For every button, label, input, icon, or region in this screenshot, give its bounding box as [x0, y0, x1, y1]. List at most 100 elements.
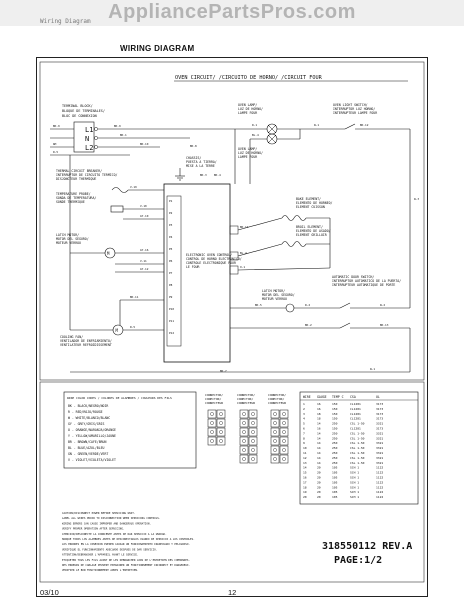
upper-right-wires — [234, 123, 411, 308]
caution-line: LABEL ALL WIRES PRIOR TO DISCONNECTION W… — [62, 516, 160, 520]
connector-cell — [248, 409, 258, 419]
supply-wires — [50, 128, 235, 156]
wire-table-header: CSA — [350, 395, 356, 399]
caution-line: MARQUE TODOS LOS ALAMBRES ANTES DE DESCO… — [62, 537, 195, 541]
connector-pin — [282, 430, 286, 434]
connector-cell — [239, 445, 249, 455]
wire-label: W-1 — [314, 123, 319, 127]
wire-table-cell: CSL 1-50 — [350, 461, 365, 465]
wire-table-header: WIRE — [303, 395, 311, 399]
door-switch-label: AUTOMATIC DOOR SWITCH/ INTERRUPTOR AUTOM… — [332, 275, 401, 287]
wire-table-cell: 105 — [332, 485, 338, 489]
wire-label: GY-10 — [140, 214, 149, 218]
connector-cell — [248, 436, 258, 446]
connector-pin — [282, 457, 286, 461]
connector-pin — [251, 421, 255, 425]
connector-pin — [251, 457, 255, 461]
color-legend-item: V - VIOLET/VIOLETA/VIOLET — [68, 458, 116, 462]
connector-pin — [210, 439, 214, 443]
wire-table-cell: 150 — [332, 417, 338, 421]
terminal-block-label: TERMINAL BLOCK/ BLOQUE DE TERMINALES/ BL… — [62, 104, 105, 118]
connector-cell — [239, 427, 249, 437]
connector-pin — [273, 412, 277, 416]
svg-text:MOTEUR VERROU: MOTEUR VERROU — [262, 297, 287, 301]
wire-label: R-2 — [305, 303, 310, 307]
wire-table-cell: 16 — [317, 402, 321, 406]
svg-text:CONNECTEUR: CONNECTEUR — [268, 401, 286, 405]
wire-table-cell: CSL 1-50 — [350, 441, 365, 445]
terminal-l1-label: L1 — [85, 126, 93, 134]
wire-table-cell: CSL 1-50 — [350, 431, 365, 435]
color-legend-item: GN - GREEN/VERDE/VERT — [68, 452, 108, 456]
wire-label: BK-11 — [130, 295, 139, 299]
schematic-border — [39, 61, 425, 381]
svg-text:BROIL ELEMENT/: BROIL ELEMENT/ — [296, 225, 323, 229]
broil-element-symbol — [281, 241, 307, 247]
connector-pin — [251, 439, 255, 443]
wire-table-header: TEMP C — [332, 395, 344, 399]
svg-text:LATCH MOTOR/: LATCH MOTOR/ — [262, 289, 285, 293]
wire-table-cell: SCH 1 — [350, 476, 359, 480]
page-label: PAGE:1/2 — [334, 555, 383, 566]
wire-table-cell: CSL 1-50 — [350, 446, 365, 450]
svg-text:PUESTA A TIERRA/: PUESTA A TIERRA/ — [186, 160, 217, 164]
control-pin-header — [166, 195, 182, 347]
svg-text:TEMPERATURE PROBE/: TEMPERATURE PROBE/ — [56, 192, 91, 196]
connector-pin — [219, 430, 223, 434]
wire-label: BL-4 — [252, 133, 259, 137]
svg-text:SONDA DE TEMPERATURA/: SONDA DE TEMPERATURA/ — [56, 196, 96, 200]
wire-table-cell: 150 — [332, 407, 338, 411]
bake-element-label: BAKE ELEMENT/ ELEMENTO DE HORNEO/ ELEMEN… — [296, 197, 333, 209]
svg-text:CONTROL DE HORNO ELECTRONICO/: CONTROL DE HORNO ELECTRONICO/ — [186, 257, 242, 261]
svg-text:BAKE ELEMENT/: BAKE ELEMENT/ — [296, 197, 321, 201]
diagram-frame — [36, 57, 428, 597]
control-pin-label: P7 — [169, 271, 173, 275]
wire-table-cell: 6 — [303, 427, 305, 431]
wire-table-cell: 1122 — [376, 485, 383, 489]
wire-table-cell: 3321 — [376, 436, 383, 440]
wire-table-cell: 7 — [303, 431, 305, 435]
wire-table-cell: 1122 — [376, 480, 383, 484]
connector-pin — [251, 412, 255, 416]
wire-table-cell: CL1281 — [350, 412, 361, 416]
wire-table-cell: 14 — [317, 436, 321, 440]
wire-label: V-19 — [130, 185, 137, 189]
control-pin-label: P2 — [169, 211, 173, 215]
connector-cell — [239, 409, 249, 419]
wire-table-cell: 150 — [332, 427, 338, 431]
wire-table-cell: 250 — [332, 446, 338, 450]
wire-table-cell: 3173 — [376, 427, 383, 431]
connector-pin — [282, 448, 286, 452]
wire-label: R-5 — [130, 325, 135, 329]
connector-cell — [279, 445, 289, 455]
svg-text:ELEMENT GRILLOIR: ELEMENT GRILLOIR — [296, 233, 327, 237]
wire-table-cell: 18 — [317, 417, 321, 421]
wire-table-cell: 250 — [332, 436, 338, 440]
thermal-cutout-label: THERMAL CIRCUIT BREAKER/ INTERRUPTOR DE … — [56, 169, 117, 181]
wire-table-cell: SCH 1 — [350, 495, 359, 499]
wire-table-cell: 20 — [317, 471, 321, 475]
svg-text:BLOC DE CONNEXION: BLOC DE CONNEXION — [62, 114, 97, 118]
connector-pin — [273, 421, 277, 425]
svg-text:MOTEUR VERROU: MOTEUR VERROU — [56, 241, 81, 245]
connector-pin — [242, 448, 246, 452]
connector-cell — [239, 418, 249, 428]
svg-text:BLOQUE DE TERMINALES/: BLOQUE DE TERMINALES/ — [62, 109, 105, 113]
wire-table-cell: 15 — [303, 471, 307, 475]
oven-light-switch-label: OVEN LIGHT SWITCH/ INTERRUPTOR LUZ HORNO… — [333, 103, 377, 115]
caution-line: ATENCION/DESCONECTE LA CORRIENTE ANTES D… — [62, 532, 167, 536]
svg-text:COOLING FAN/: COOLING FAN/ — [60, 335, 83, 339]
footer-date: 03/10 — [40, 588, 59, 597]
wire-table-cell: 20 — [303, 495, 307, 499]
connector-cell — [207, 409, 217, 419]
connector-cell — [248, 445, 258, 455]
wire-table-cell: 16 — [317, 427, 321, 431]
wire-table-cell: 250 — [332, 456, 338, 460]
color-legend-item: BL - BLUE/AZUL/BLEU — [68, 446, 105, 450]
wire-table-cell: 14 — [317, 456, 321, 460]
svg-text:MOTOR DEL SEGURO/: MOTOR DEL SEGURO/ — [56, 237, 89, 241]
wire-table-cell: SCH 1 — [350, 485, 359, 489]
wire-table-cell: 11 — [303, 451, 307, 455]
caution-line: VERIFIER LE BON FONCTIONNEMENT APRES L'E… — [62, 568, 139, 572]
